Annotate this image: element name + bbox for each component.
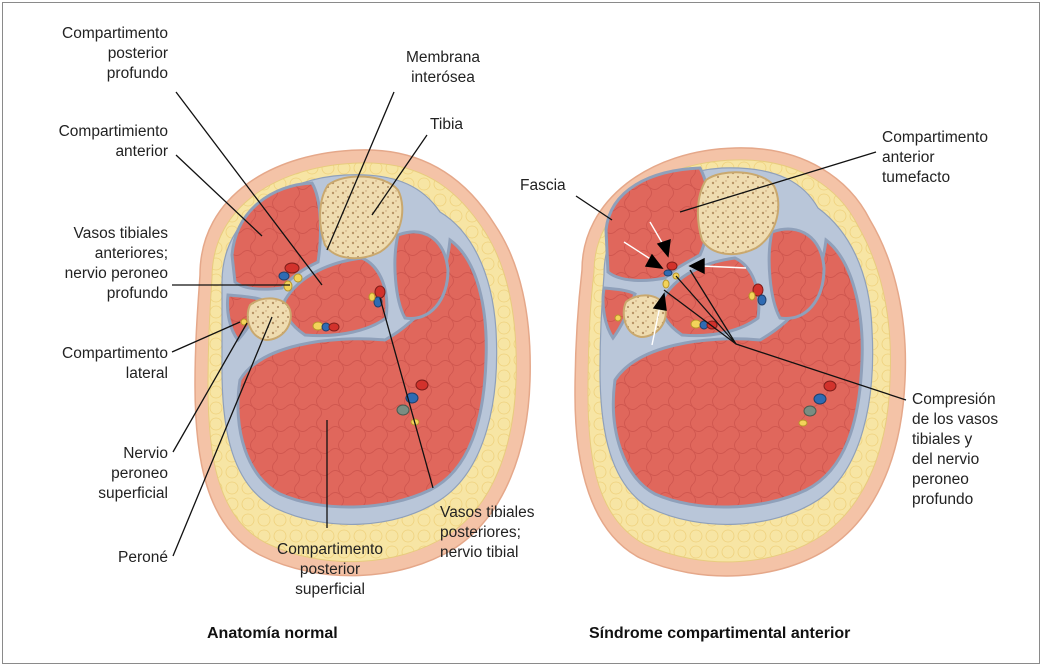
- label-vasos-tibiales-anteriores: Vasos tibiales anteriores; nervio perone…: [20, 224, 168, 304]
- label-tibia: Tibia: [430, 115, 490, 135]
- caption-anatomia-normal: Anatomía normal: [207, 625, 338, 643]
- label-compartimento-anterior-tumefacto: Compartimento anterior tumefacto: [882, 128, 1032, 188]
- left-peroneal-vessels: [313, 322, 339, 331]
- right-peroneal-vessels: [691, 320, 717, 329]
- label-compresion: Compresión de los vasos tibiales y del n…: [912, 390, 1032, 510]
- right-cross-section: [575, 148, 905, 576]
- label-perone: Peroné: [20, 548, 168, 568]
- label-fascia: Fascia: [520, 176, 580, 196]
- label-compartimento-posterior-profundo: Compartimento posterior profundo: [20, 24, 168, 84]
- label-compartimento-posterior-superficial: Compartimento posterior superficial: [255, 540, 405, 600]
- label-nervio-peroneo-superficial: Nervio peroneo superficial: [20, 444, 168, 504]
- label-compartimento-lateral: Compartimento lateral: [20, 344, 168, 384]
- label-compartimiento-anterior: Compartimiento anterior: [20, 122, 168, 162]
- caption-sindrome-compartimental: Síndrome compartimental anterior: [589, 625, 850, 643]
- label-membrana-interosea: Membrana interósea: [388, 48, 498, 88]
- label-vasos-tibiales-posteriores: Vasos tibiales posteriores; nervio tibia…: [440, 503, 580, 563]
